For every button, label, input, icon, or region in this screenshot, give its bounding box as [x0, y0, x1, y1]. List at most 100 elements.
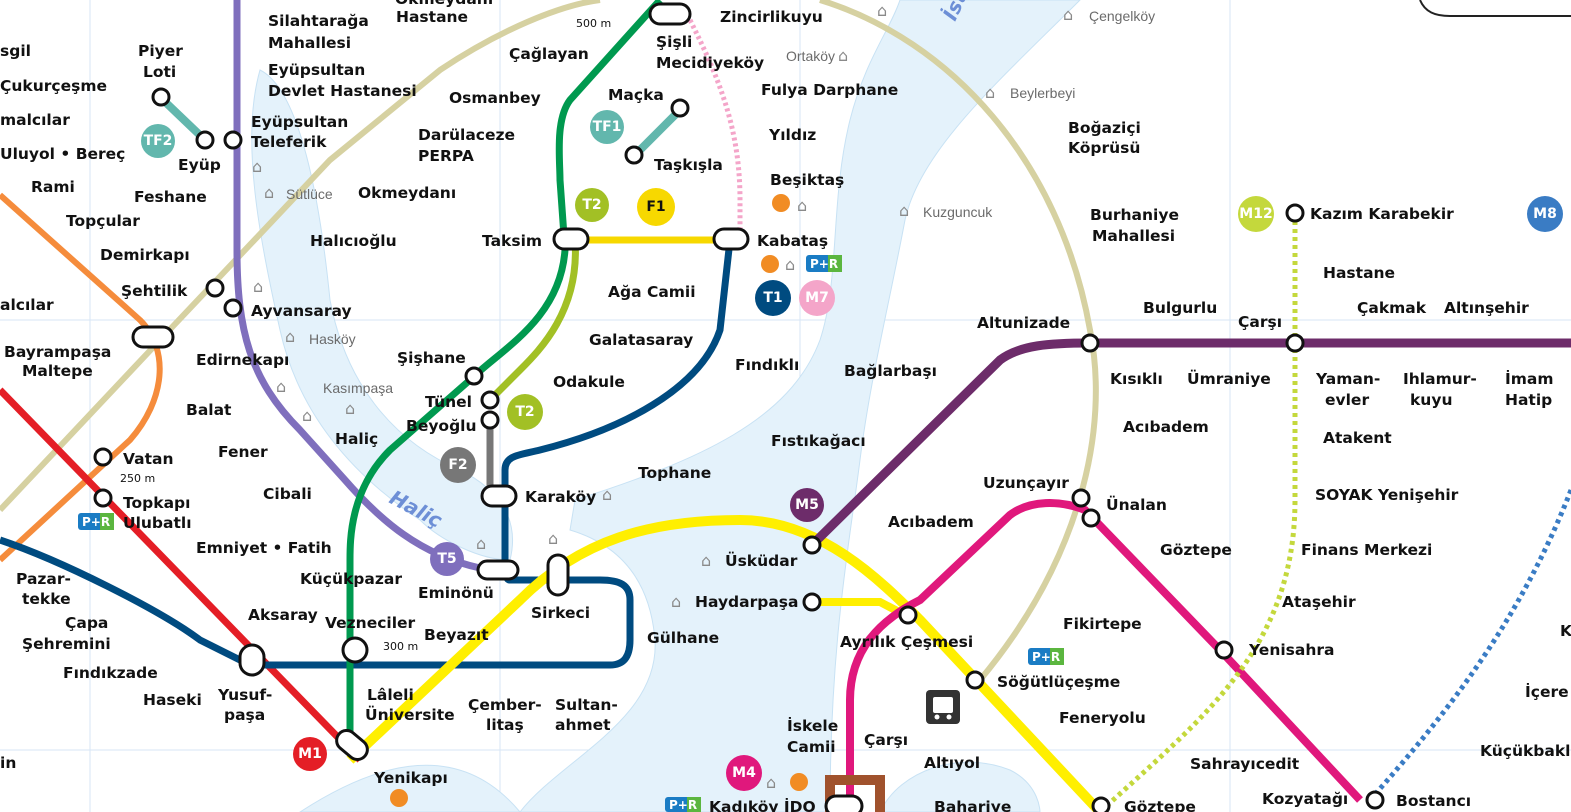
station-label: Sultan-	[555, 696, 618, 714]
kadikoy-bay	[879, 761, 1041, 812]
station-label: alcılar	[0, 296, 54, 314]
station-label: Bahariye	[934, 798, 1011, 812]
station-label: Çarşı	[864, 731, 908, 749]
distance-label: 500 m	[576, 17, 611, 30]
station-label: Karaköy	[525, 488, 596, 506]
park-and-ride-signs: P+R P+R P+R P+R	[78, 255, 1064, 812]
station-label: ahmet	[555, 716, 611, 734]
station-label: Hasköy	[309, 331, 356, 347]
line-kadikoy	[825, 775, 885, 812]
station-label: Aksaray	[248, 606, 318, 624]
pill-markers	[131, 2, 864, 812]
station-label: Teleferik	[251, 133, 327, 151]
svg-text:⌂: ⌂	[785, 255, 795, 274]
line-badge-label: M7	[805, 290, 829, 306]
station-label: Zincirlikuyu	[720, 8, 823, 26]
station-label: Gülhane	[647, 629, 719, 647]
station-label: Göztepe	[1124, 798, 1196, 812]
station-label: Maçka	[608, 86, 664, 104]
station-label: Okmeydanı	[395, 0, 493, 8]
station-label: Topkapı	[123, 494, 190, 512]
line-m8	[1368, 489, 1571, 802]
station-label: evler	[1325, 391, 1369, 409]
svg-text:⌂: ⌂	[476, 534, 486, 553]
station-label: Haydarpaşa	[695, 593, 799, 611]
line-badge	[790, 488, 824, 522]
station-label: Boğaziçi	[1068, 119, 1141, 137]
line-badge-label: M1	[298, 746, 322, 762]
station-label: Kabataş	[757, 232, 828, 250]
line-m7	[687, 18, 743, 240]
line-badge	[590, 110, 624, 144]
station-label: Kozyatağı	[1262, 790, 1348, 808]
station-label: Fikirtepe	[1063, 615, 1142, 633]
bus-icon	[926, 690, 960, 724]
station-label: Uluyol • Bereç	[0, 145, 125, 163]
station-label: Eyüp	[178, 156, 221, 174]
line-badge-label: T2	[582, 197, 601, 213]
station-label: Feneryolu	[1059, 709, 1146, 727]
station-label: Camii	[787, 738, 836, 756]
line-badge-label: T1	[763, 290, 782, 306]
station-label: litaş	[486, 716, 524, 734]
station-label: Cibali	[263, 485, 312, 503]
svg-text:⌂: ⌂	[766, 773, 776, 792]
station-label: in	[0, 754, 16, 772]
station-markers	[93, 87, 1385, 812]
station-label: Sirkeci	[531, 604, 590, 622]
station-label: Şişhane	[397, 349, 466, 367]
station-label: Hastane	[1323, 264, 1395, 282]
station-label: Silahtarağa	[268, 12, 369, 30]
station-label: Sütlüce	[286, 186, 333, 202]
station-label: Bağlarbaşı	[844, 362, 937, 380]
station-label: Feshane	[134, 188, 207, 206]
line-badge-label: M4	[732, 765, 756, 781]
station-label: Yenikapı	[373, 769, 448, 787]
station-label: Ünalan	[1106, 495, 1167, 514]
line-badge	[1527, 196, 1563, 232]
station-label: Küçükbakl	[1480, 742, 1570, 760]
station-label: Çarşı	[1238, 313, 1282, 331]
station-label: Çağlayan	[509, 45, 589, 63]
station-label: Haseki	[143, 691, 202, 709]
line-badge	[507, 394, 543, 430]
station-label: Şişli	[656, 33, 692, 51]
station-label: Söğütlüçeşme	[997, 673, 1120, 691]
station-label: Okmeydanı	[358, 184, 456, 202]
station-label: paşa	[224, 706, 265, 724]
line-badge	[293, 737, 327, 771]
station-label: Çukurçeşme	[0, 77, 107, 95]
svg-text:⌂: ⌂	[302, 406, 312, 425]
station-label: Hatip	[1505, 391, 1552, 409]
station-label: Şehremini	[22, 635, 111, 653]
station-label: Köprüsü	[1068, 139, 1140, 157]
water-bodies	[251, 0, 1081, 812]
line-m2	[346, 0, 663, 740]
station-label: Ihlamur-	[1403, 370, 1477, 388]
station-label: Rami	[31, 178, 75, 196]
station-label: Acıbadem	[1123, 418, 1209, 436]
station-label: Fener	[218, 443, 268, 461]
line-badge-label: T5	[437, 551, 456, 567]
station-label: Pazar-	[16, 570, 71, 588]
svg-text:⌂: ⌂	[701, 551, 711, 570]
station-label: Kazım Karabekir	[1310, 205, 1454, 223]
station-label: Demirkapı	[100, 246, 190, 264]
station-label: Vezneciler	[325, 614, 416, 632]
ferry-icons	[390, 194, 808, 807]
station-label: Yusuf-	[217, 686, 272, 704]
station-label: Beylerbeyi	[1010, 85, 1075, 101]
station-label: Küçükpazar	[300, 570, 402, 588]
station-label: Sahrayıcedit	[1190, 755, 1300, 773]
pr-label: P+R	[669, 798, 697, 812]
station-label: Çember-	[468, 696, 542, 714]
station-label: Altınşehir	[1444, 299, 1529, 317]
pr-label: P+R	[1032, 650, 1060, 664]
station-label: Ulubatlı	[123, 514, 192, 532]
station-label: Eyüpsultan	[251, 113, 348, 131]
station-label: Taşkışla	[654, 156, 723, 174]
station-label: Kasımpaşa	[323, 380, 393, 396]
station-label: Darülaceze	[418, 126, 515, 144]
station-label: Taksim	[482, 232, 542, 250]
station-label: Balat	[186, 401, 232, 419]
